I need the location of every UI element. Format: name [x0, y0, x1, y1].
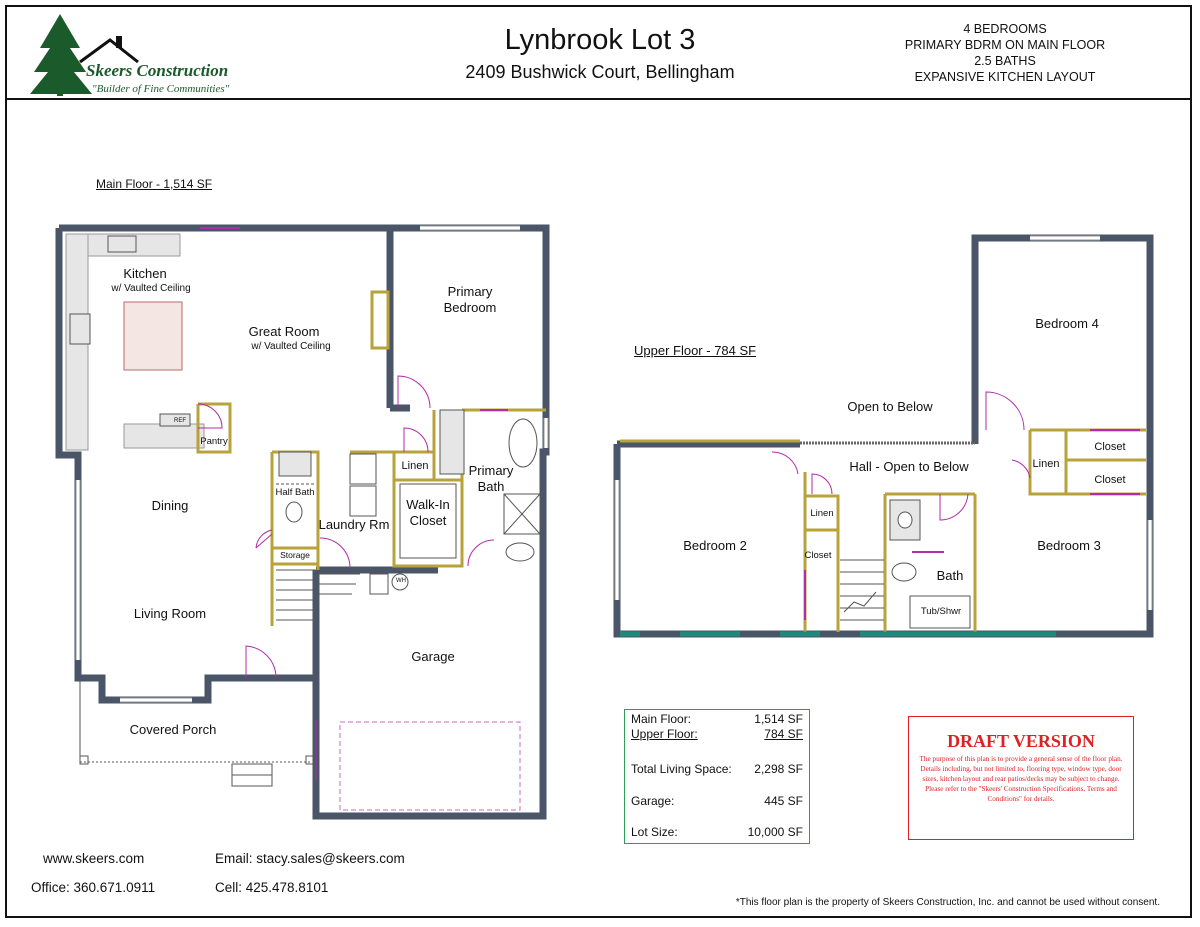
- room-living-room: Living Room: [133, 606, 207, 621]
- plan-address: 2409 Bushwick Court, Bellingham: [465, 62, 735, 82]
- summary-main-value: 1,514 SF: [754, 712, 803, 726]
- upper-floor-fixtures: [840, 499, 971, 629]
- upper-floor-window-openings: [614, 235, 1153, 610]
- room-covered-porch: Covered Porch: [129, 722, 217, 737]
- contact-email: Email: stacy.sales@skeers.com: [215, 851, 405, 866]
- summary-upper-value: 784 SF: [764, 727, 803, 741]
- plan-title: Lynbrook Lot 3: [504, 24, 696, 56]
- open-to-below-label: Open to Below: [847, 399, 933, 414]
- main-floor-title: Main Floor - 1,514 SF: [96, 177, 213, 191]
- room-bath: Bath: [936, 568, 964, 583]
- upper-floor-plan: [613, 234, 1154, 638]
- room-storage: Storage: [280, 550, 310, 560]
- feature-item: EXPANSIVE KITCHEN LAYOUT: [914, 70, 1096, 84]
- feature-list: 4 BEDROOMS PRIMARY BDRM ON MAIN FLOOR 2.…: [880, 21, 1130, 85]
- room-pantry: Pantry: [200, 436, 228, 447]
- room-kitchen-note: w/ Vaulted Ceiling: [111, 283, 191, 294]
- room-closet-a: Closet: [1094, 441, 1126, 453]
- room-primary-bedroom-2: Bedroom: [443, 300, 497, 315]
- ref-label: REF: [174, 418, 186, 424]
- room-laundry: Laundry Rm: [318, 517, 390, 532]
- draft-notice: DRAFT VERSION The purpose of this plan i…: [908, 716, 1134, 840]
- room-closet-b: Closet: [1094, 474, 1126, 486]
- summary-lot-value: 10,000 SF: [747, 825, 803, 839]
- contact-website: www.skeers.com: [43, 851, 145, 866]
- summary-upper-row: Upper Floor: 784 SF: [631, 727, 803, 741]
- room-tub: Tub/Shwr: [920, 606, 962, 617]
- draft-body: The purpose of this plan is to provide a…: [919, 755, 1123, 803]
- water-heater-label: WH: [396, 578, 406, 584]
- room-primary-bath: Primary: [468, 463, 514, 478]
- summary-total-row: Total Living Space: 2,298 SF: [631, 762, 803, 776]
- contact-office: Office: 360.671.0911: [31, 880, 156, 895]
- main-stairs: [276, 483, 360, 621]
- room-walk-in-2: Closet: [409, 513, 447, 528]
- room-great-room-note: w/ Vaulted Ceiling: [251, 341, 331, 352]
- garage-door: [339, 721, 521, 811]
- room-linen-right: Linen: [1032, 458, 1060, 470]
- room-half-bath: Half Bath: [275, 487, 315, 498]
- page-frame: [5, 5, 1192, 918]
- contact-cell: Cell: 425.478.8101: [215, 880, 329, 895]
- feature-item: 4 BEDROOMS: [963, 22, 1047, 36]
- main-floor-windows: [75, 225, 549, 703]
- room-walk-in: Walk-In: [406, 497, 450, 512]
- summary-main-label: Main Floor:: [631, 712, 692, 726]
- room-linen-left: Linen: [810, 508, 834, 519]
- copyright-footnote: *This floor plan is the property of Skee…: [735, 897, 1160, 908]
- room-linen: Linen: [401, 460, 429, 472]
- summary-total-value: 2,298 SF: [754, 762, 803, 776]
- header-divider: [5, 98, 1192, 100]
- tree-logo-icon: [30, 14, 139, 96]
- feature-item: 2.5 BATHS: [974, 54, 1036, 68]
- upper-floor-title: Upper Floor - 784 SF: [634, 343, 757, 358]
- room-kitchen: Kitchen: [123, 266, 167, 281]
- logo-company-name: Skeers Construction: [86, 61, 229, 80]
- room-primary-bath-2: Bath: [477, 479, 505, 494]
- room-bedroom-3: Bedroom 3: [1037, 538, 1101, 553]
- summary-total-label: Total Living Space:: [631, 762, 732, 776]
- summary-lot-label: Lot Size:: [631, 825, 678, 839]
- summary-main-row: Main Floor: 1,514 SF: [631, 712, 803, 726]
- room-great-room: Great Room: [248, 324, 320, 339]
- covered-porch: [79, 680, 315, 787]
- draft-heading: DRAFT VERSION: [947, 731, 1095, 751]
- summary-upper-label: Upper Floor:: [631, 727, 698, 741]
- summary-garage-row: Garage: 445 SF: [631, 794, 803, 808]
- main-floor-fixtures: [69, 235, 541, 595]
- area-summary: Main Floor: 1,514 SF Upper Floor: 784 SF T…: [624, 709, 810, 844]
- summary-lot-row: Lot Size: 10,000 SF: [631, 825, 803, 839]
- room-garage: Garage: [411, 649, 455, 664]
- room-bedroom-4: Bedroom 4: [1035, 316, 1099, 331]
- room-dining: Dining: [151, 498, 189, 513]
- room-bedroom-2: Bedroom 2: [683, 538, 747, 553]
- logo-tagline: "Builder of Fine Communities": [92, 83, 230, 95]
- room-closet-left: Closet: [804, 550, 832, 561]
- main-floor-doors: [197, 227, 508, 780]
- room-primary-bedroom: Primary: [447, 284, 493, 299]
- summary-garage-value: 445 SF: [764, 794, 803, 808]
- hall-label: Hall - Open to Below: [849, 459, 969, 474]
- upper-floor-doors: [771, 391, 1140, 620]
- summary-garage-label: Garage:: [631, 794, 675, 808]
- feature-item: PRIMARY BDRM ON MAIN FLOOR: [904, 38, 1106, 52]
